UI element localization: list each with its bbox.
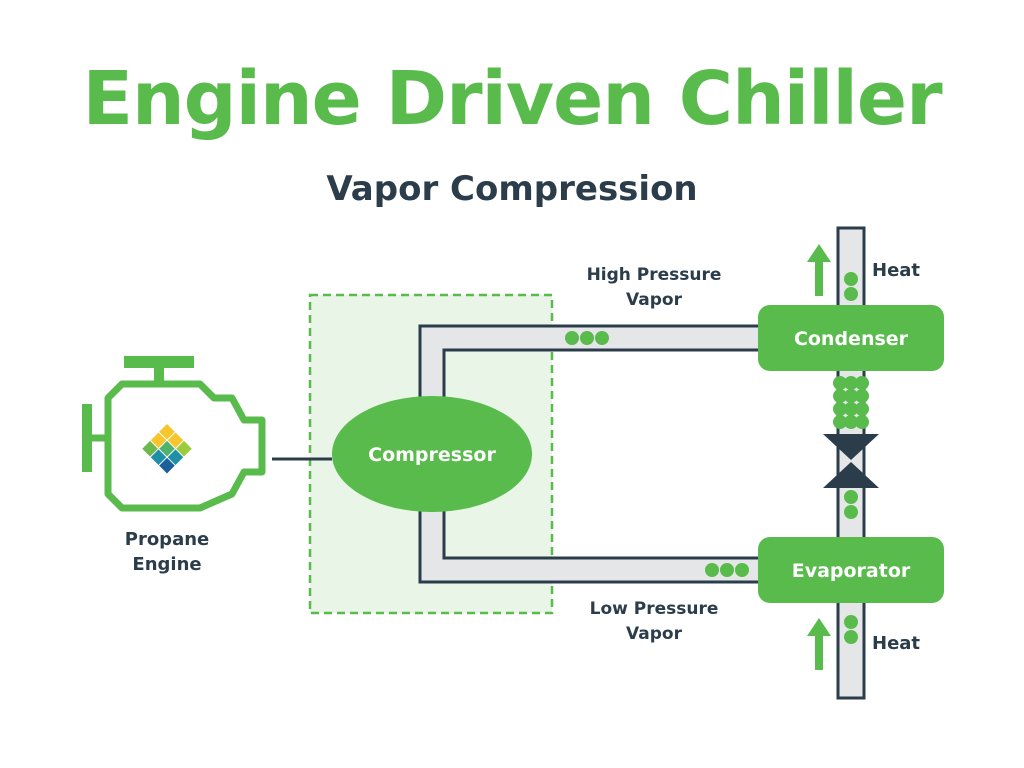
high-pressure-dots (565, 331, 609, 345)
engine-outline-icon (82, 356, 266, 512)
high-pressure-label-line2: Vapor (626, 290, 683, 310)
heat-top-dots (844, 272, 858, 301)
compressor-node (332, 396, 532, 512)
arrow-up-icon (807, 618, 831, 670)
liquid-dots (833, 376, 869, 429)
heat-top-label: Heat (872, 260, 920, 281)
high-pressure-label-line1: High Pressure (587, 265, 722, 285)
evaporator-label: Evaporator (792, 560, 911, 582)
heat-bottom-label: Heat (872, 633, 920, 654)
page-title: Engine Driven Chiller (82, 56, 942, 142)
condenser-box (758, 305, 944, 371)
engine-label-line1: Propane (125, 529, 210, 550)
heat-bottom-dots (844, 615, 858, 644)
expansion-valve-icon (823, 434, 879, 488)
diamond-logo-icon (142, 423, 192, 474)
condenser-label: Condenser (794, 328, 909, 350)
engine-label-line2: Engine (132, 554, 201, 575)
page-subtitle: Vapor Compression (326, 169, 698, 209)
evaporator-box (758, 537, 944, 603)
low-pressure-label-line1: Low Pressure (590, 599, 719, 619)
low-pressure-label-line2: Vapor (626, 624, 683, 644)
compressor-label: Compressor (368, 444, 496, 466)
low-pressure-dots (705, 563, 749, 577)
arrow-up-icon (807, 244, 831, 296)
valve-out-dots (844, 490, 858, 519)
